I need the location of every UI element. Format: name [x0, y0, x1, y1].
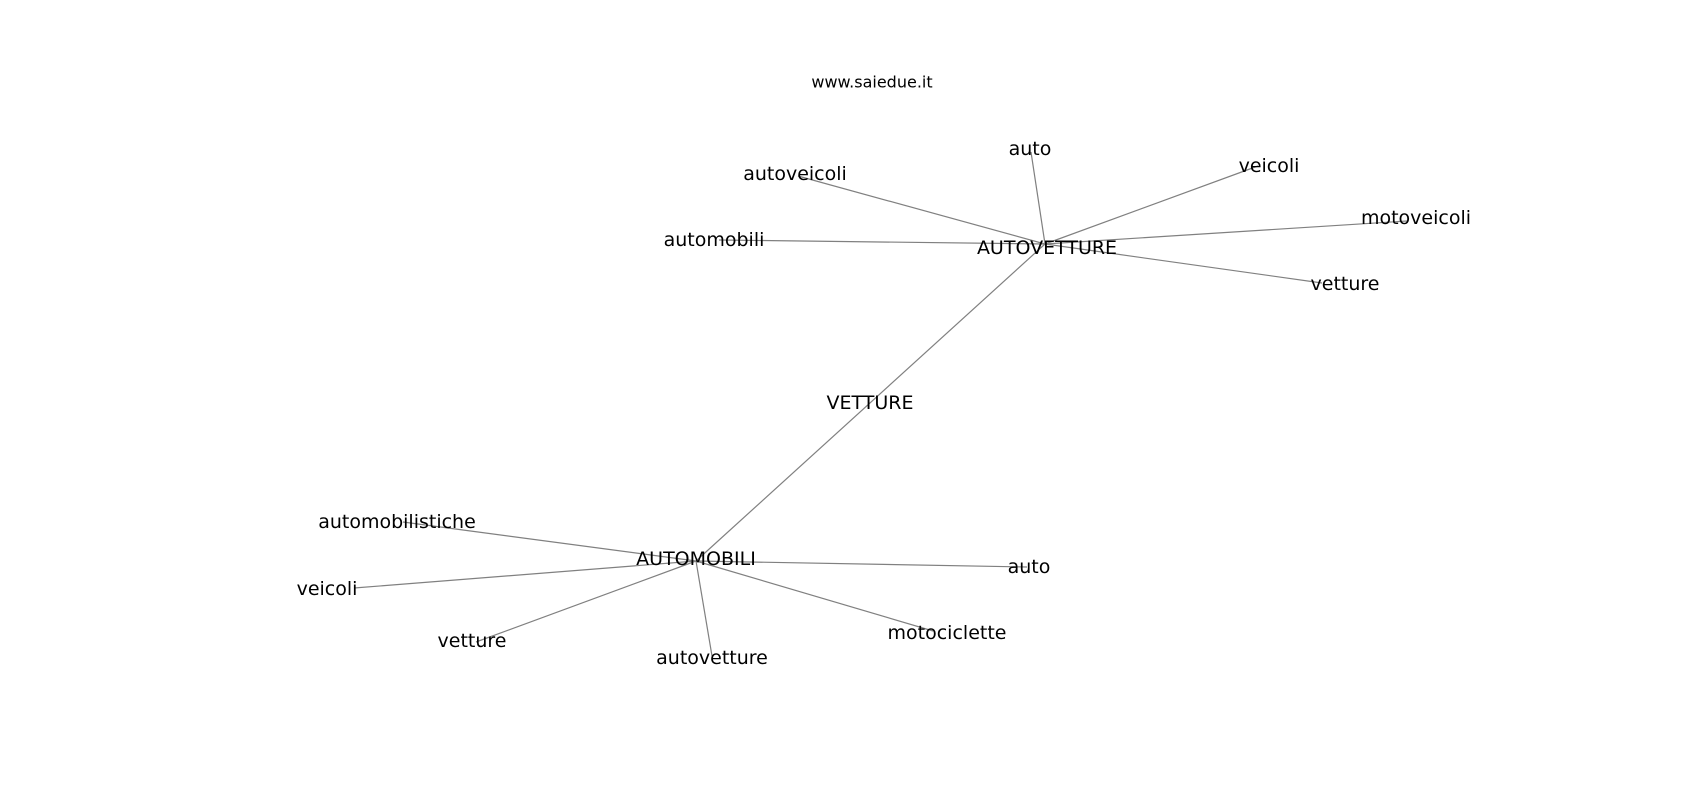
- node-motociclette: motociclette: [888, 622, 1007, 644]
- edge-layer: [353, 151, 1408, 657]
- edge-automobili_hub-autovetture_hub: [695, 243, 1046, 562]
- node-auto_top: auto: [1009, 138, 1052, 160]
- edge-automobili_hub-vetture_bottom: [475, 560, 697, 643]
- edge-automobili_hub-autovetture_small: [695, 560, 713, 657]
- node-automobili_small: automobili: [664, 229, 765, 251]
- edge-autovetture_hub-vetture_top: [1044, 243, 1323, 284]
- node-automobili_hub: AUTOMOBILI: [636, 548, 756, 570]
- edge-autovetture_hub-veicoli_top: [1044, 165, 1259, 245]
- edge-automobili_hub-motociclette: [695, 560, 934, 632]
- node-vetture_top: vetture: [1311, 273, 1380, 295]
- edge-automobili_hub-auto_bottom: [695, 560, 1028, 568]
- node-veicoli_bottom: veicoli: [297, 578, 358, 600]
- edge-automobili_hub-veicoli_bottom: [353, 560, 697, 589]
- edge-autovetture_hub-motoveicoli: [1044, 220, 1408, 245]
- edge-autovetture_hub-autoveicoli: [797, 175, 1046, 245]
- node-veicoli_top: veicoli: [1239, 155, 1300, 177]
- label-layer: VETTUREAUTOVETTUREAUTOMOBILIautoautoveic…: [297, 138, 1471, 669]
- node-auto_bottom: auto: [1008, 556, 1051, 578]
- node-autovetture_hub: AUTOVETTURE: [977, 237, 1117, 259]
- node-vetture_center: VETTURE: [827, 392, 914, 414]
- node-vetture_bottom: vetture: [438, 630, 507, 652]
- edge-automobili_hub-automobilistiche: [402, 521, 697, 562]
- watermark-text: www.saiedue.it: [811, 73, 932, 92]
- node-autoveicoli: autoveicoli: [743, 163, 847, 185]
- node-automobilistiche: automobilistiche: [318, 511, 476, 533]
- edge-autovetture_hub-auto_top: [1030, 151, 1046, 245]
- node-motoveicoli: motoveicoli: [1361, 207, 1471, 229]
- node-autovetture_small: autovetture: [656, 647, 768, 669]
- edge-autovetture_hub-automobili_small: [718, 239, 1046, 245]
